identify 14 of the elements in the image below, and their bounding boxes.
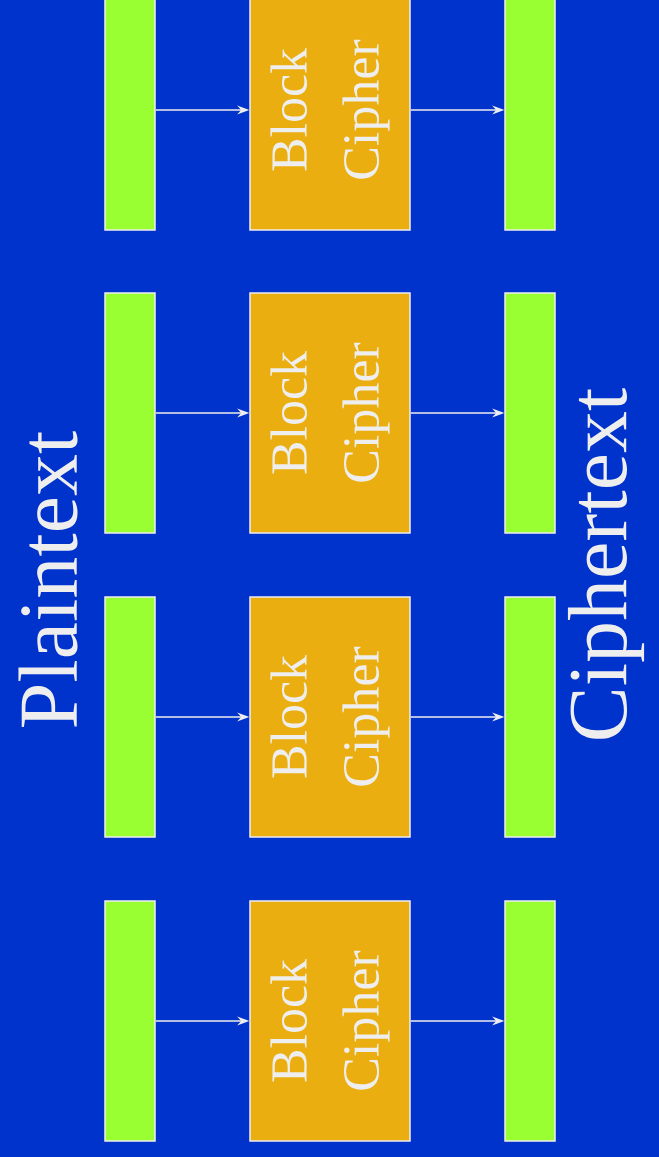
data-block (504, 292, 556, 534)
cipher-box: Block Cipher (249, 596, 411, 838)
data-block (104, 900, 156, 1142)
axis-label: Ciphertext (567, 388, 645, 739)
cipher-box: Block Cipher (249, 0, 411, 231)
cipher-box: Block Cipher (249, 292, 411, 534)
data-block (504, 596, 556, 838)
data-block (104, 596, 156, 838)
data-block (504, 900, 556, 1142)
axis-label: Plaintext (18, 431, 78, 727)
data-block (504, 0, 556, 231)
cipher-box: Block Cipher (249, 900, 411, 1142)
data-block (104, 292, 156, 534)
data-block (104, 0, 156, 231)
